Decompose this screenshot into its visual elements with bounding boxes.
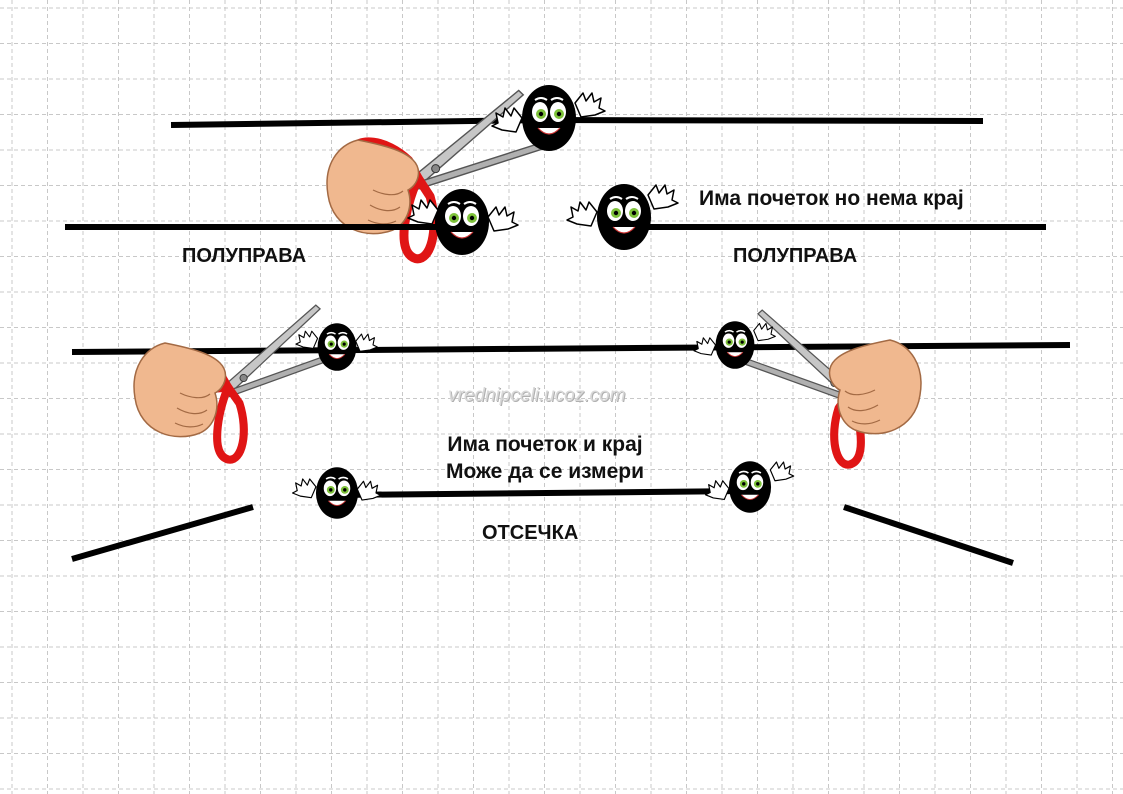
ray-top-cut — [170, 117, 984, 128]
line-middle — [71, 342, 1071, 355]
cut-piece-right — [843, 504, 1014, 566]
ray-description: Има почеток но нема крај — [699, 187, 964, 210]
ray-left-label: ПОЛУПРАВА — [182, 245, 307, 267]
segment — [336, 488, 749, 498]
hand-icon — [326, 139, 420, 235]
smiley-point-icon — [291, 466, 382, 520]
smiley-point-icon — [566, 183, 679, 251]
ray-right-label: ПОЛУПРАВА — [733, 245, 858, 267]
watermark: vrednipceli.ucoz.com — [448, 385, 626, 406]
segment-description-line1: Има почеток и крај — [447, 433, 643, 456]
segment-label: ОТСЕЧКА — [482, 522, 579, 544]
segment-description-line2: Може да се измери — [446, 460, 644, 483]
hand-icon — [133, 342, 227, 438]
smiley-point-icon — [407, 188, 519, 256]
hand-icon — [828, 339, 922, 435]
cut-piece-left — [71, 504, 254, 562]
smiley-point-icon — [704, 460, 795, 514]
